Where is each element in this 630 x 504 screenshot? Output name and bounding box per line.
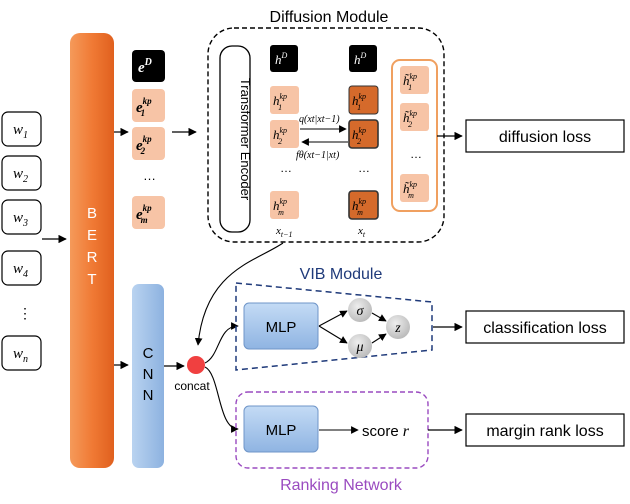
hD-left: hD bbox=[270, 45, 298, 72]
mu-to-z-arrow bbox=[371, 333, 387, 344]
input-token-w1: w1 bbox=[1, 111, 42, 147]
q-forward-label: q(xt|xt−1) bbox=[299, 114, 340, 125]
f-reverse-label: fθ(xt−1|xt) bbox=[296, 150, 340, 161]
concat-node bbox=[187, 356, 205, 374]
sigma-to-z-arrow bbox=[371, 312, 387, 322]
svg-text:MLP: MLP bbox=[266, 319, 297, 336]
h-right-ellipsis: … bbox=[358, 161, 370, 175]
h-tilde-ellipsis: … bbox=[410, 147, 422, 161]
svg-text:w2: w2 bbox=[13, 166, 28, 185]
vib-mlp: MLP bbox=[243, 302, 319, 350]
svg-text:C: C bbox=[143, 345, 154, 362]
input-token-w2: w2 bbox=[1, 155, 42, 191]
x-t-minus-1: xt−1 bbox=[275, 225, 293, 239]
emb-ellipsis: … bbox=[143, 168, 156, 183]
svg-text:w1: w1 bbox=[13, 122, 28, 141]
svg-text:h̃kpm: h̃kpm bbox=[403, 180, 417, 200]
svg-text:margin rank loss: margin rank loss bbox=[486, 423, 603, 440]
ranking-title: Ranking Network bbox=[280, 477, 403, 494]
input-token-w3: w3 bbox=[1, 199, 42, 235]
mlp-to-mu-arrow bbox=[318, 325, 348, 344]
svg-text:R: R bbox=[87, 249, 98, 266]
svg-text:h̃kp1: h̃kp1 bbox=[403, 72, 417, 92]
svg-text:T: T bbox=[87, 271, 96, 288]
z-node: z bbox=[386, 315, 410, 339]
svg-text:wn: wn bbox=[13, 346, 28, 365]
diffusion-module-border bbox=[207, 27, 445, 243]
concat-to-ranking-arrow bbox=[204, 366, 239, 433]
x-t: xt bbox=[357, 225, 366, 239]
svg-text:diffusion loss: diffusion loss bbox=[499, 129, 591, 146]
cnn-block: C N N bbox=[132, 284, 164, 468]
bert-block: B E R T bbox=[70, 33, 114, 468]
classification-loss-box: classification loss bbox=[465, 310, 625, 344]
svg-text:z: z bbox=[394, 321, 401, 336]
svg-text:w3: w3 bbox=[13, 210, 28, 229]
emb-eD: eD bbox=[132, 50, 165, 82]
svg-text:N: N bbox=[143, 387, 154, 404]
svg-text:E: E bbox=[87, 227, 97, 244]
mu-node: μ bbox=[348, 334, 372, 358]
hD-right: hD bbox=[349, 45, 377, 72]
ranking-mlp: MLP bbox=[243, 405, 319, 453]
transformer-encoder: Transformer Encoder bbox=[219, 45, 253, 233]
diffusion-to-concat-arrow bbox=[194, 242, 284, 346]
concat-to-vib-arrow bbox=[204, 322, 239, 364]
mlp-to-sigma-arrow bbox=[318, 310, 348, 327]
svg-text:B: B bbox=[87, 205, 97, 222]
concat-label: concat bbox=[174, 379, 210, 393]
diffusion-title: Diffusion Module bbox=[270, 9, 389, 26]
svg-text:w4: w4 bbox=[13, 261, 28, 280]
h-left-ellipsis: … bbox=[280, 161, 292, 175]
input-ellipsis: ⋮ bbox=[18, 305, 32, 321]
svg-text:classification loss: classification loss bbox=[483, 320, 607, 337]
svg-text:σ: σ bbox=[357, 304, 365, 319]
svg-text:Transformer Encoder: Transformer Encoder bbox=[238, 78, 253, 201]
svg-text:μ: μ bbox=[355, 340, 363, 355]
svg-text:hD: hD bbox=[354, 51, 367, 67]
svg-text:eD: eD bbox=[138, 57, 152, 76]
input-token-wn: wn bbox=[1, 335, 42, 371]
svg-text:MLP: MLP bbox=[266, 422, 297, 439]
svg-text:N: N bbox=[143, 366, 154, 383]
svg-text:hD: hD bbox=[275, 51, 288, 67]
vib-title: VIB Module bbox=[300, 266, 383, 283]
vib-module-border bbox=[235, 282, 433, 371]
sigma-node: σ bbox=[348, 298, 372, 322]
margin-rank-loss-box: margin rank loss bbox=[465, 413, 625, 447]
svg-text:h̃kp2: h̃kp2 bbox=[403, 109, 417, 129]
diffusion-loss-box: diffusion loss bbox=[465, 119, 625, 153]
input-token-w4: w4 bbox=[1, 250, 42, 286]
